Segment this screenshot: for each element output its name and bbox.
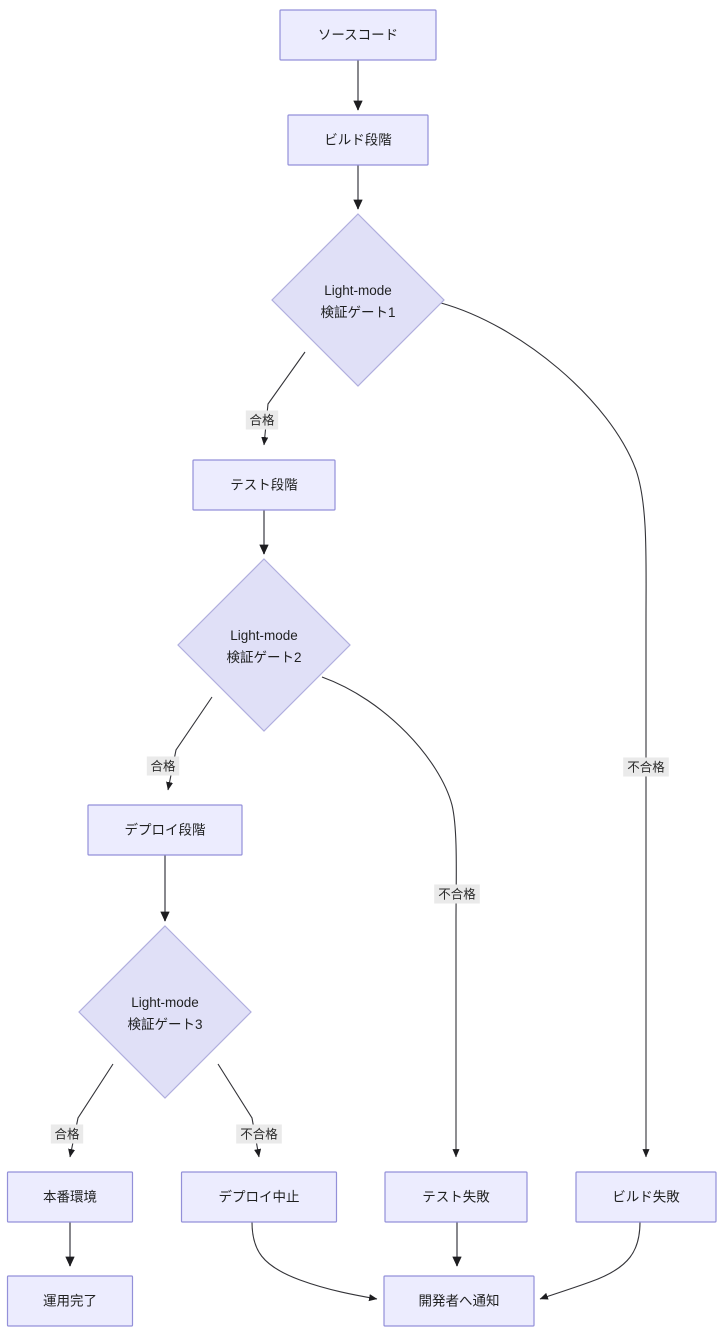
edge-label-bg-e-gate1-buildfail [623, 757, 669, 777]
node-prod[interactable]: 本番環境 [6, 1171, 134, 1223]
node-gate2[interactable]: Light-mode 検証ゲート2 [177, 558, 351, 732]
edge-label-bg-e-gate2-deploy [146, 756, 180, 776]
edge-label-text-e-gate2-testfail: 不合格 [438, 886, 476, 901]
node-notifydev[interactable]: 開発者へ通知 [383, 1275, 535, 1327]
node-testfail[interactable]: テスト失敗 [384, 1171, 528, 1223]
node-shape-gate2 [177, 558, 351, 732]
edge-label-text-e-gate2-deploy: 合格 [150, 758, 176, 773]
edge-e-buildfail-notify [539, 1221, 641, 1300]
node-shape-prod [6, 1171, 134, 1223]
edges-layer [65, 60, 650, 1302]
edge-e-gate1-test [261, 351, 306, 446]
node-label-testfail: テスト失敗 [422, 1190, 490, 1205]
edge-e-gate1-buildfail [440, 302, 650, 1158]
edge-e-gate2-deploy [166, 696, 213, 791]
node-shape-build [287, 114, 429, 166]
node-label-source: ソースコード [318, 28, 398, 43]
node-source[interactable]: ソースコード [279, 9, 437, 61]
edge-e-deployabort-notify [251, 1221, 378, 1302]
edge-label-text-e-gate1-buildfail: 不合格 [627, 759, 665, 774]
node-label-test: テスト段階 [230, 478, 298, 493]
edge-label-bg-e-gate3-deployabort [236, 1124, 282, 1144]
node-label-gate2: Light-mode [230, 628, 298, 643]
node-shape-deployabort [180, 1171, 338, 1223]
node-buildfail[interactable]: ビルド失敗 [575, 1171, 717, 1223]
node-label-opsdone: 運用完了 [43, 1294, 97, 1309]
node-label-deploy: デプロイ段階 [125, 822, 206, 838]
edge-label-text-e-gate3-prod: 合格 [54, 1126, 80, 1141]
node-label-gate3: Light-mode [131, 995, 199, 1010]
edge-label-bg-e-gate3-prod [50, 1124, 84, 1144]
node-shape-source [279, 9, 437, 61]
edge-e-gate3-deployabort [217, 1063, 262, 1158]
node-label-prod: 本番環境 [43, 1190, 97, 1205]
node-shape-testfail [384, 1171, 528, 1223]
node-shape-test [192, 459, 336, 511]
edge-label-e-gate1-test: 合格 [245, 410, 279, 430]
node-test[interactable]: テスト段階 [192, 459, 336, 511]
node-shape-opsdone [6, 1275, 134, 1327]
node-sublabel-gate2: 検証ゲート2 [226, 650, 301, 665]
node-sublabel-gate3: 検証ゲート3 [127, 1017, 202, 1032]
edge-e-gate3-prod [68, 1063, 114, 1158]
node-label-gate1: Light-mode [324, 283, 392, 298]
edge-label-text-e-gate1-test: 合格 [249, 412, 275, 427]
node-gate1[interactable]: Light-mode 検証ゲート1 [271, 213, 445, 387]
edge-label-e-gate1-buildfail: 不合格 [623, 757, 669, 777]
node-deployabort[interactable]: デプロイ中止 [180, 1171, 338, 1223]
edge-label-bg-e-gate1-test [245, 410, 279, 430]
node-label-buildfail: ビルド失敗 [612, 1190, 680, 1205]
node-label-build: ビルド段階 [324, 133, 392, 148]
node-sublabel-gate1: 検証ゲート1 [320, 305, 395, 320]
node-opsdone[interactable]: 運用完了 [6, 1275, 134, 1327]
node-deploy[interactable]: デプロイ段階 [87, 804, 243, 856]
edge-label-e-gate3-prod: 合格 [50, 1124, 84, 1144]
edge-label-bg-e-gate2-testfail [434, 884, 480, 904]
edge-label-e-gate3-deployabort: 不合格 [236, 1124, 282, 1144]
node-gate3[interactable]: Light-mode 検証ゲート3 [78, 925, 252, 1099]
node-shape-deploy [87, 804, 243, 856]
node-shape-buildfail [575, 1171, 717, 1223]
node-shape-gate1 [271, 213, 445, 387]
edge-label-e-gate2-testfail: 不合格 [434, 884, 480, 904]
node-build[interactable]: ビルド段階 [287, 114, 429, 166]
edge-e-gate2-testfail [321, 676, 460, 1158]
node-label-deployabort: デプロイ中止 [219, 1189, 300, 1205]
node-label-notifydev: 開発者へ通知 [419, 1293, 500, 1309]
node-shape-gate3 [78, 925, 252, 1099]
edge-labels-layer: 合格不合格合格不合格合格不合格 [50, 410, 669, 1144]
node-shape-notifydev [383, 1275, 535, 1327]
edge-label-e-gate2-deploy: 合格 [146, 756, 180, 776]
edge-label-text-e-gate3-deployabort: 不合格 [240, 1126, 278, 1141]
